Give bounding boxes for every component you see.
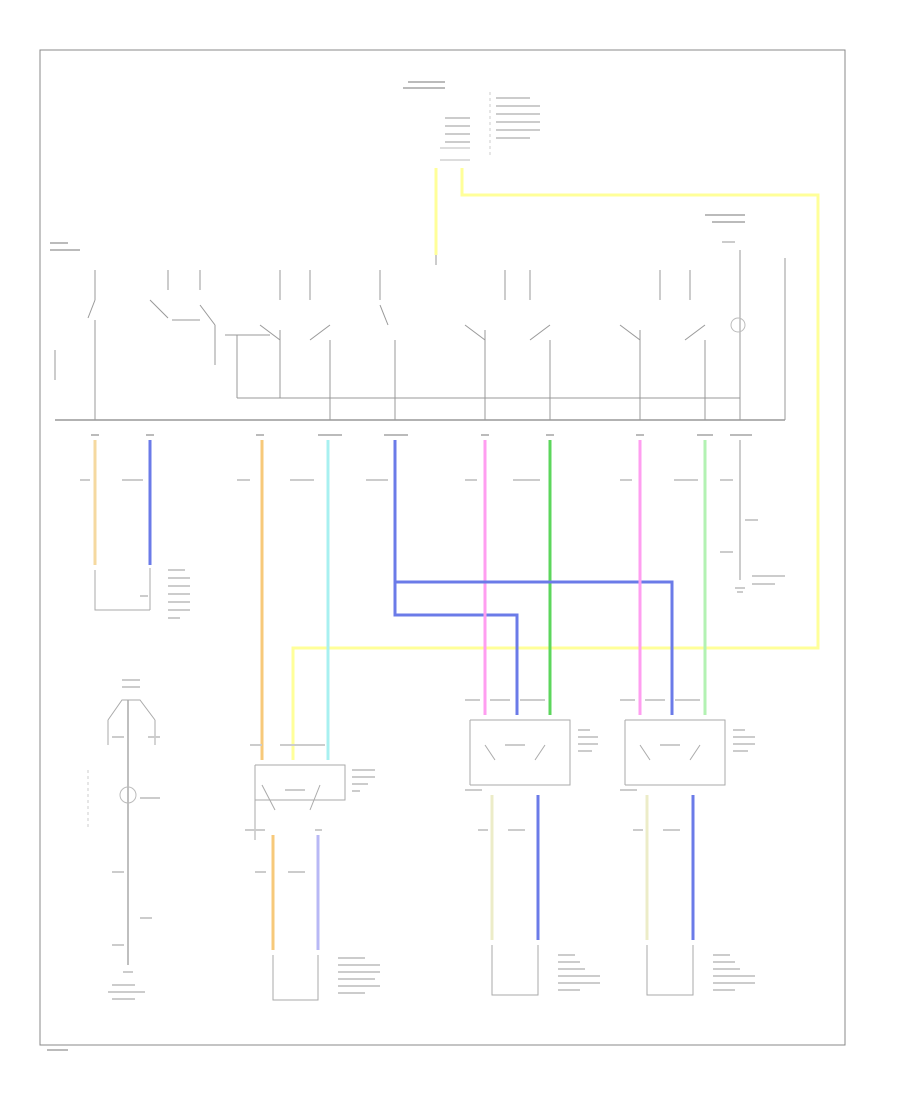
lamp-bulb-icon — [730, 317, 746, 333]
courtesy-supply-label — [705, 214, 745, 243]
wire-yellow — [291, 168, 820, 760]
lf-door-switch — [465, 699, 600, 996]
rf-door-switch — [620, 699, 755, 996]
courtesy-bulb-icon — [119, 786, 137, 804]
switch-contacts — [87, 250, 741, 420]
wire-blue-3 — [395, 580, 674, 715]
top-fuse-block — [403, 81, 540, 161]
courtesy-lamp — [87, 679, 160, 1000]
wire-blue-2 — [393, 440, 519, 715]
diagram-frame — [39, 49, 846, 1046]
dome-lamp-connector — [94, 568, 190, 619]
passenger-door-switch — [245, 744, 380, 1001]
headlamp-switch-label — [50, 242, 80, 251]
